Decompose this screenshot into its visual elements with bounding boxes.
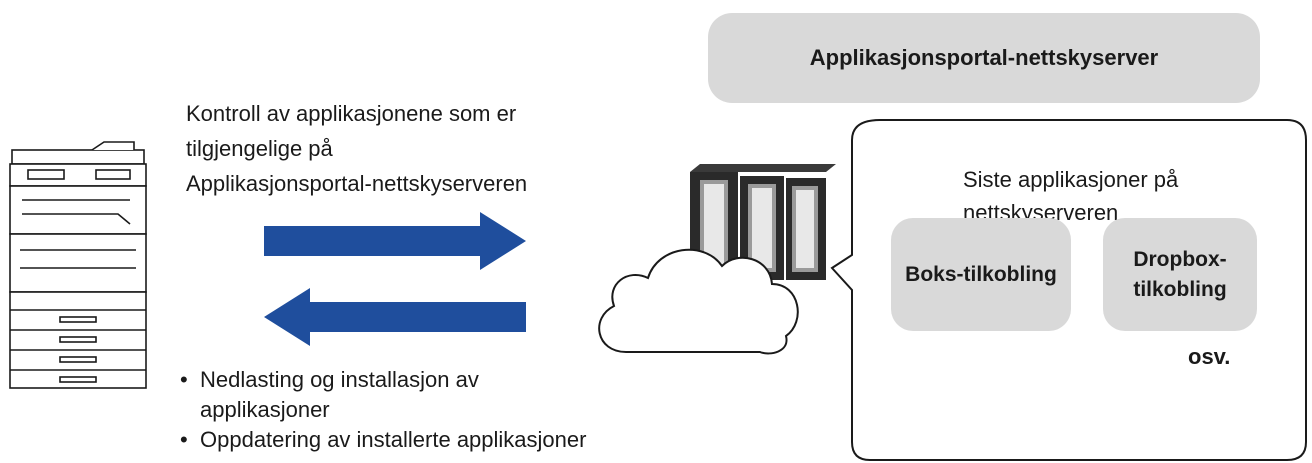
app-box-dropbox: Dropbox-tilkobling [1103,218,1257,331]
check-line-1: Kontroll av applikasjonene som er [186,101,517,126]
arrow-to-server [264,212,526,270]
multifunction-printer-icon [9,141,147,389]
action-item-download-label: Nedlasting og installasjon av applikasjo… [200,367,479,422]
more-apps-label: osv. [1188,344,1231,369]
action-item-update-label: Oppdatering av installerte applikasjoner [200,427,587,452]
check-line-2: tilgjengelige på [186,136,333,161]
bubble-title-line-1: Siste applikasjoner på [963,167,1179,192]
arrow-to-device [264,288,526,346]
bubble-title: Siste applikasjoner på nettskyserveren [963,163,1263,229]
check-description: Kontroll av applikasjonene som er tilgje… [186,96,626,201]
action-item-download: Nedlasting og installasjon av applikasjo… [178,365,738,425]
check-line-3: Applikasjonsportal-nettskyserveren [186,171,528,196]
cloud-server-icon [598,164,836,355]
app-box-boks: Boks-tilkobling [891,218,1071,331]
portal-title-box: Applikasjonsportal-nettskyserver [708,13,1260,103]
action-item-update: Oppdatering av installerte applikasjoner [178,425,738,455]
app-label-dropbox: Dropbox-tilkobling [1133,247,1227,301]
portal-title: Applikasjonsportal-nettskyserver [809,45,1159,70]
action-list: Nedlasting og installasjon av applikasjo… [178,365,738,455]
app-label-boks: Boks-tilkobling [905,262,1057,286]
